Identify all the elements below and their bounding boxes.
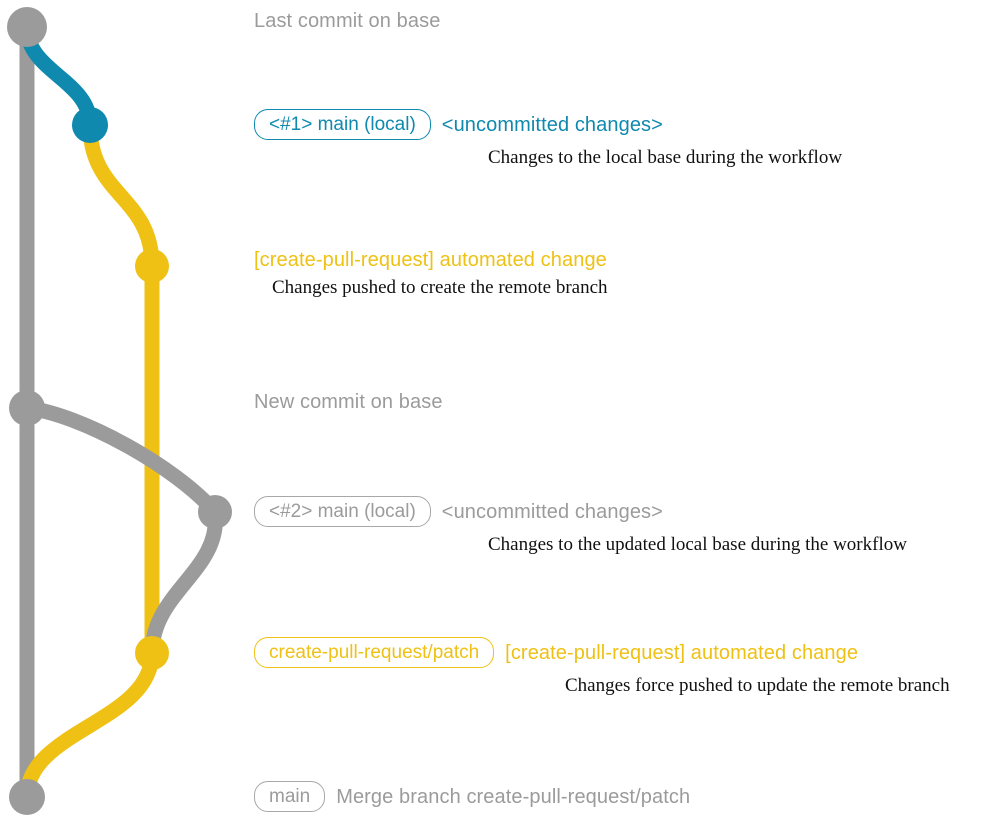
edge-patch-merge-to-base — [19, 645, 160, 805]
commit-subject: [create-pull-request] automated change — [505, 641, 859, 664]
edge-local-to-patch — [82, 117, 160, 274]
edge-updated-local-to-patch — [144, 504, 223, 661]
commit-subject: New commit on base — [254, 391, 443, 413]
commit-row: <#1> main (local) <uncommitted changes> Ch… — [254, 109, 842, 169]
ref-badge[interactable]: <#2> main (local) — [254, 496, 431, 527]
commit-subject: <uncommitted changes> — [441, 500, 663, 523]
commit-note: Changes pushed to create the remote bran… — [272, 277, 608, 298]
commit-node-local-2[interactable] — [198, 495, 232, 529]
commit-node-merge[interactable] — [9, 779, 45, 815]
commit-subject: [create-pull-request] automated change — [254, 249, 607, 271]
commit-row: <#2> main (local) <uncommitted changes> Ch… — [254, 496, 907, 556]
commit-subject: <uncommitted changes> — [441, 113, 663, 136]
commit-row: create-pull-request/patch [create-pull-re… — [254, 637, 950, 697]
commit-row-main: [create-pull-request] automated change — [254, 250, 608, 270]
commit-node-last-commit-on-base[interactable] — [7, 7, 47, 47]
commit-row-main: Last commit on base — [254, 11, 440, 31]
edge-base-to-updated-local — [19, 400, 223, 520]
commit-node-automated-change-1[interactable] — [135, 249, 169, 283]
commit-note: Changes force pushed to update the remot… — [565, 675, 950, 696]
commit-subject: Merge branch create-pull-request/patch — [336, 785, 691, 808]
commit-row-main: <#2> main (local) <uncommitted changes> — [254, 496, 907, 527]
commit-row-main: New commit on base — [254, 392, 443, 412]
commit-node-automated-change-2[interactable] — [135, 636, 169, 670]
commit-row-main: <#1> main (local) <uncommitted changes> — [254, 109, 842, 140]
commit-note: Changes to the local base during the wor… — [488, 147, 843, 168]
commit-row: New commit on base — [254, 392, 443, 412]
ref-badge[interactable]: main — [254, 781, 326, 812]
commit-note: Changes to the updated local base during… — [488, 534, 907, 555]
ref-badge[interactable]: create-pull-request/patch — [254, 637, 495, 668]
commit-row: main Merge branch create-pull-request/pat… — [254, 781, 690, 812]
commit-node-new-commit-on-base[interactable] — [9, 390, 45, 426]
commit-row-main: create-pull-request/patch [create-pull-re… — [254, 637, 950, 668]
commit-row-main: main Merge branch create-pull-request/pat… — [254, 781, 690, 812]
commit-subject: Last commit on base — [254, 10, 441, 32]
commit-row: Last commit on base — [254, 11, 440, 31]
commit-node-local-1[interactable] — [72, 107, 108, 143]
ref-badge[interactable]: <#1> main (local) — [254, 109, 431, 140]
